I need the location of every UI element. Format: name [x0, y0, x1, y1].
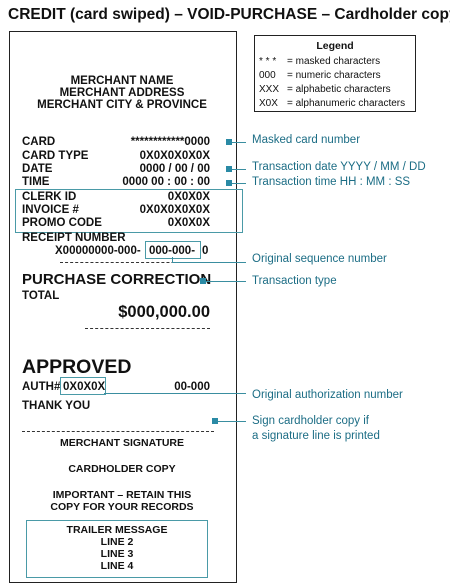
legend-row: XXX = alphabetic characters: [259, 84, 391, 95]
masked-card-annotation: Masked card number: [252, 134, 361, 146]
date-label: DATE: [22, 163, 53, 175]
receipt-number-suffix: 0: [202, 245, 209, 257]
legend-row: * * * = masked characters: [259, 56, 380, 67]
auth-right-value: 00-000: [174, 381, 210, 393]
leader-line: [206, 281, 246, 282]
transaction-type: PURCHASE CORRECTION: [22, 271, 212, 288]
sign-annotation-line2: a signature line is printed: [252, 430, 380, 442]
receipt-number-prefix: X00000000-000-: [55, 245, 141, 257]
legend-text: = alphabetic characters: [287, 84, 391, 95]
merchant-signature: MERCHANT SIGNATURE: [59, 437, 185, 449]
date-value: 0000 / 00 / 00: [139, 163, 210, 175]
legend-row: 000 = numeric characters: [259, 70, 381, 81]
trailer-line: LINE 4: [100, 560, 134, 572]
legend-symbol: XXX: [259, 84, 280, 95]
card-number: ************0000: [130, 136, 210, 148]
promo-code-value: 0X0X0X: [167, 217, 210, 229]
merchant-address: MERCHANT ADDRESS: [59, 87, 185, 99]
leader-dot: [226, 166, 232, 172]
cardholder-copy: CARDHOLDER COPY: [68, 463, 176, 475]
sign-annotation-line1: Sign cardholder copy if: [252, 415, 369, 427]
receipt-number-label: RECEIPT NUMBER: [22, 232, 126, 244]
card-label: CARD: [22, 136, 56, 148]
time-label: TIME: [22, 176, 50, 188]
legend-row: X0X = alphanumeric characters: [259, 98, 405, 109]
auth-label: AUTH#: [22, 381, 61, 393]
leader-dot: [212, 418, 218, 424]
receipt-number-sequence: 000-000-: [149, 245, 196, 257]
trailer-message-box: [26, 520, 208, 578]
leader-line: [172, 257, 173, 263]
approved-status: APPROVED: [22, 356, 132, 378]
total-label: TOTAL: [22, 290, 60, 302]
divider: [60, 262, 210, 263]
trailer-line: TRAILER MESSAGE: [66, 524, 168, 536]
legend-box: Legend * * * = masked characters 000 = num…: [254, 35, 416, 112]
leader-dot: [226, 180, 232, 186]
leader-line: [218, 421, 246, 422]
legend-text: = masked characters: [287, 56, 381, 67]
legend-title: Legend: [316, 40, 354, 52]
important-notice-line1: IMPORTANT – RETAIN THIS: [52, 489, 192, 501]
trailer-line: LINE 2: [100, 536, 134, 548]
leader-line: [232, 169, 246, 170]
clerk-id-label: CLERK ID: [22, 191, 77, 203]
legend-symbol: X0X: [259, 98, 278, 109]
clerk-id-value: 0X0X0X: [167, 191, 210, 203]
leader-line: [232, 142, 246, 143]
leader-dot: [226, 139, 232, 145]
sequence-highlight: [145, 241, 201, 259]
card-type-value: 0X0X0X0X0X: [139, 150, 210, 162]
leader-line: [172, 262, 246, 263]
legend-symbol: * * *: [259, 56, 277, 67]
clerk-info-highlight: [15, 189, 243, 233]
page-title: CREDIT (card swiped) – VOID-PURCHASE – C…: [8, 6, 450, 23]
leader-line: [104, 393, 246, 394]
transaction-date-annotation: Transaction date YYYY / MM / DD: [252, 161, 426, 173]
legend-text: = numeric characters: [287, 70, 381, 81]
total-amount: $000,000.00: [118, 303, 210, 321]
transaction-time-annotation: Transaction time HH : MM : SS: [252, 176, 411, 188]
receipt: [9, 31, 237, 583]
promo-code-label: PROMO CODE: [22, 217, 102, 229]
original-sequence-annotation: Original sequence number: [252, 253, 387, 265]
merchant-city: MERCHANT CITY & PROVINCE: [37, 99, 207, 111]
invoice-value: 0X0X0X0X0X: [139, 204, 210, 216]
important-notice-line2: COPY FOR YOUR RECORDS: [50, 501, 194, 513]
invoice-label: INVOICE #: [22, 204, 79, 216]
legend-text: = alphanumeric characters: [287, 98, 406, 109]
transaction-type-annotation: Transaction type: [252, 275, 337, 287]
merchant-name: MERCHANT NAME: [70, 75, 174, 87]
leader-dot: [200, 278, 206, 284]
leader-line: [232, 183, 246, 184]
time-value: 0000 00 : 00 : 00: [122, 176, 210, 188]
original-auth-annotation: Original authorization number: [252, 389, 403, 401]
auth-highlight: [60, 377, 106, 395]
legend-symbol: 000: [259, 70, 276, 81]
divider: [85, 328, 210, 329]
card-type-label: CARD TYPE: [22, 150, 89, 162]
auth-number: 0X0X0X: [63, 381, 106, 393]
thank-you: THANK YOU: [22, 400, 91, 412]
signature-line: [22, 431, 214, 432]
trailer-line: LINE 3: [100, 548, 134, 560]
